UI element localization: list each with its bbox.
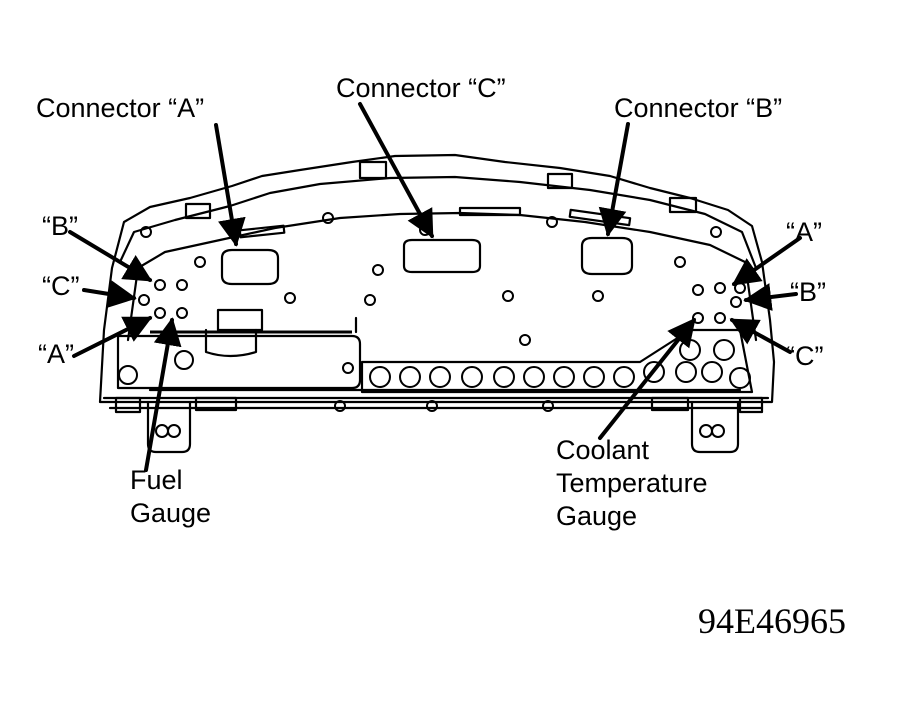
- lamp-socket: [493, 366, 515, 388]
- terminal-hole: [730, 296, 742, 308]
- top-clip-center: [358, 160, 388, 180]
- connector-c-housing: [402, 238, 482, 274]
- terminal-hole: [154, 307, 166, 319]
- lamp-socket: [613, 366, 635, 388]
- coolant-gauge-leader: [598, 317, 696, 440]
- fuel-gauge-leader: [144, 317, 182, 472]
- top-clip-right-2: [668, 196, 698, 214]
- tab-hole: [711, 424, 725, 438]
- connector-b-label: Connector “B”: [614, 93, 783, 123]
- right-terminal-c-label: “C”: [786, 341, 824, 371]
- lamp-socket: [429, 366, 451, 388]
- connector-a-housing: [220, 248, 280, 286]
- screw-hole: [372, 264, 384, 276]
- right-terminal-b-label: “B”: [790, 277, 826, 307]
- connector-b-leader: [598, 122, 630, 237]
- terminal-hole: [176, 307, 188, 319]
- lamp-socket: [399, 366, 421, 388]
- connector-c-label: Connector “C”: [336, 73, 506, 103]
- screw-hole: [284, 292, 296, 304]
- right-b-leader: [743, 283, 798, 311]
- right-c-leader: [729, 318, 792, 354]
- screw-hole: [342, 362, 354, 374]
- lamp-socket: [729, 367, 751, 389]
- lamp-socket: [701, 361, 723, 383]
- lamp-socket: [553, 366, 575, 388]
- terminal-hole: [692, 284, 704, 296]
- right-a-leader: [731, 236, 802, 286]
- left-a-leader: [72, 316, 153, 358]
- screw-hole: [364, 294, 376, 306]
- screw-hole: [674, 256, 686, 268]
- leader-lines: [68, 102, 802, 472]
- mount-tab-right: [690, 400, 740, 454]
- screw-hole: [194, 256, 206, 268]
- terminal-hole: [176, 279, 188, 291]
- terminal-hole: [714, 282, 726, 294]
- top-clip-right-1: [546, 172, 574, 190]
- connector-a-label: Connector “A”: [36, 93, 205, 123]
- top-clip-left: [184, 202, 212, 220]
- connector-b-housing: [580, 236, 634, 276]
- left-terminal-a-label: “A”: [38, 339, 74, 369]
- left-c-leader: [82, 280, 137, 308]
- lamp-socket: [461, 366, 483, 388]
- terminal-hole: [154, 279, 166, 291]
- mount-boss: [118, 365, 138, 385]
- screw-hole: [322, 212, 334, 224]
- terminal-hole: [138, 294, 150, 306]
- screw-hole: [519, 334, 531, 346]
- mount-boss: [174, 350, 194, 370]
- screw-hole: [542, 400, 554, 412]
- right-terminal-a-label: “A”: [786, 217, 822, 247]
- connector-a-leader: [214, 123, 246, 247]
- screw-hole: [710, 226, 722, 238]
- lamp-socket: [523, 366, 545, 388]
- screw-hole: [546, 216, 558, 228]
- coolant-temperature-gauge-label: Coolant Temperature Gauge: [556, 435, 708, 531]
- lamp-socket: [643, 361, 665, 383]
- lamp-socket: [369, 366, 391, 388]
- screw-hole: [140, 226, 152, 238]
- fuel-gauge-label: Fuel Gauge: [130, 465, 212, 528]
- screw-hole: [592, 290, 604, 302]
- tab-hole: [155, 424, 169, 438]
- screw-hole: [334, 400, 346, 412]
- mounting-holes: [118, 212, 751, 438]
- left-terminal-c-label: “C”: [42, 271, 80, 301]
- ribbon-connector: [216, 308, 264, 332]
- lamp-socket: [679, 339, 701, 361]
- connector-c-leader: [358, 102, 434, 239]
- lamp-socket: [713, 339, 735, 361]
- left-terminal-b-label: “B”: [42, 211, 78, 241]
- screw-hole: [502, 290, 514, 302]
- left-b-leader: [68, 230, 153, 282]
- tab-hole: [167, 424, 181, 438]
- terminal-hole: [714, 312, 726, 324]
- housing-outline: [98, 153, 776, 404]
- figure-id: 94E46965: [698, 601, 846, 641]
- screw-hole: [426, 400, 438, 412]
- lamp-socket: [583, 366, 605, 388]
- fuel-gauge-panel: [116, 334, 362, 390]
- lamp-socket: [675, 361, 697, 383]
